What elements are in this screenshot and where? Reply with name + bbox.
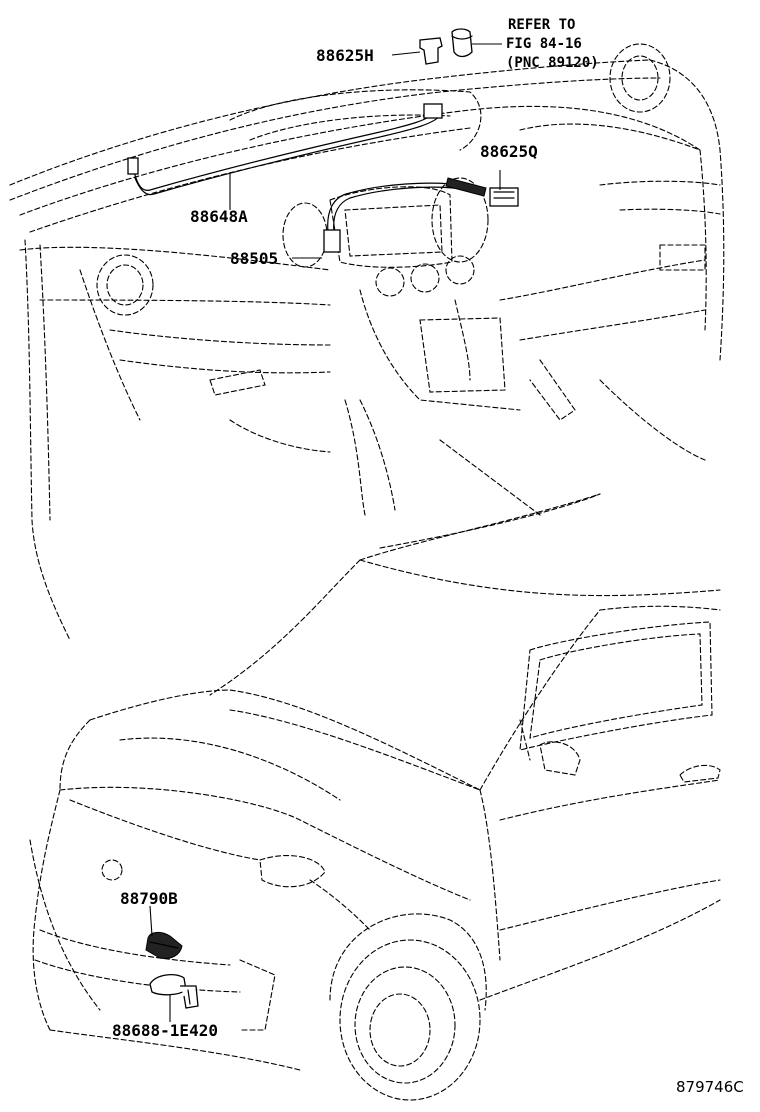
part-89120-reference-component [451, 28, 473, 58]
reference-line-2: FIG 84-16 [506, 36, 582, 52]
label-88648A: 88648A [190, 207, 248, 226]
reference-line-1: REFER TO [508, 17, 575, 33]
leader-lines-dashboard [229, 43, 502, 259]
reference-line-3: (PNC 89120) [506, 55, 599, 71]
label-88790B: 88790B [120, 889, 178, 908]
label-88625Q: 88625Q [480, 142, 538, 161]
part-88625Q-connector [489, 187, 519, 207]
figure-id: 879746C [676, 1078, 744, 1096]
label-88505: 88505 [230, 249, 278, 268]
part-88688-1E420-bracket [149, 973, 199, 1009]
part-88648A-wire-harness [127, 103, 443, 196]
leader-lines-car [149, 905, 171, 1022]
car-exterior-illustration [29, 493, 721, 1101]
dashboard-illustration [9, 43, 725, 641]
label-88688-1E420: 88688-1E420 [112, 1021, 218, 1040]
part-88505-wire-with-connector [323, 177, 487, 253]
part-88790B-horn-sensor [145, 931, 183, 959]
label-88625H: 88625H [316, 46, 374, 65]
part-88625H-grommet [419, 37, 443, 65]
